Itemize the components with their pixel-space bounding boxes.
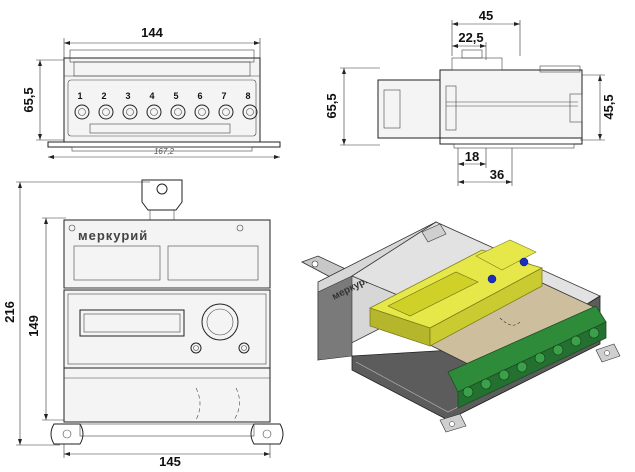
main-lower-body: [63, 367, 271, 423]
main-foot-right: [250, 423, 284, 445]
main-middle-body: [63, 289, 271, 369]
terminal-number: 8: [245, 91, 250, 101]
front-height-label: 65,5: [21, 87, 36, 112]
side-bottom-left-label: 18: [465, 149, 479, 164]
side-top-half-label: 22,5: [458, 30, 483, 45]
main-lcd-window: [79, 309, 185, 337]
main-upper-body: [63, 219, 271, 289]
iso-view: меркурий: [301, 221, 621, 433]
main-total-height-label: 216: [2, 301, 17, 323]
iso-terminal-screws: [462, 327, 600, 398]
side-top-width-label: 45: [479, 8, 493, 23]
front-body: [63, 57, 261, 143]
front-base-label: 167,2: [154, 147, 175, 156]
terminal-number: 2: [101, 91, 106, 101]
iso-lcd-screen: [387, 271, 479, 317]
terminal-number: 5: [173, 91, 178, 101]
iso-screw-icon: [519, 257, 529, 267]
terminal-number: 7: [221, 91, 226, 101]
iso-screw-icon: [487, 274, 497, 284]
side-bottom-right-label: 36: [490, 167, 504, 182]
main-view: 216 149 меркурий: [2, 179, 284, 469]
main-foot-left: [50, 423, 84, 445]
terminal-row: [74, 104, 258, 120]
front-width-label: 144: [141, 25, 163, 40]
side-body: [439, 69, 583, 139]
main-brand-text: меркурий: [78, 228, 148, 243]
terminal-number: 1: [77, 91, 82, 101]
terminal-number: 6: [197, 91, 202, 101]
main-body-height-label: 149: [26, 315, 41, 337]
terminal-numbers: 1 2 3 4 5 6 7 8: [77, 91, 250, 101]
side-view: 45 22,5 65,5 45,5: [324, 8, 616, 186]
mounting-tab: [141, 179, 183, 211]
front-view: 144 65,5 167,2: [21, 25, 281, 159]
main-optical-port: [201, 303, 239, 341]
side-din-clip: [377, 79, 441, 139]
side-left-height-label: 65,5: [324, 93, 339, 118]
side-right-height-label: 45,5: [601, 94, 616, 119]
terminal-number: 4: [149, 91, 154, 101]
terminal-number: 3: [125, 91, 130, 101]
main-width-label: 145: [159, 454, 181, 469]
